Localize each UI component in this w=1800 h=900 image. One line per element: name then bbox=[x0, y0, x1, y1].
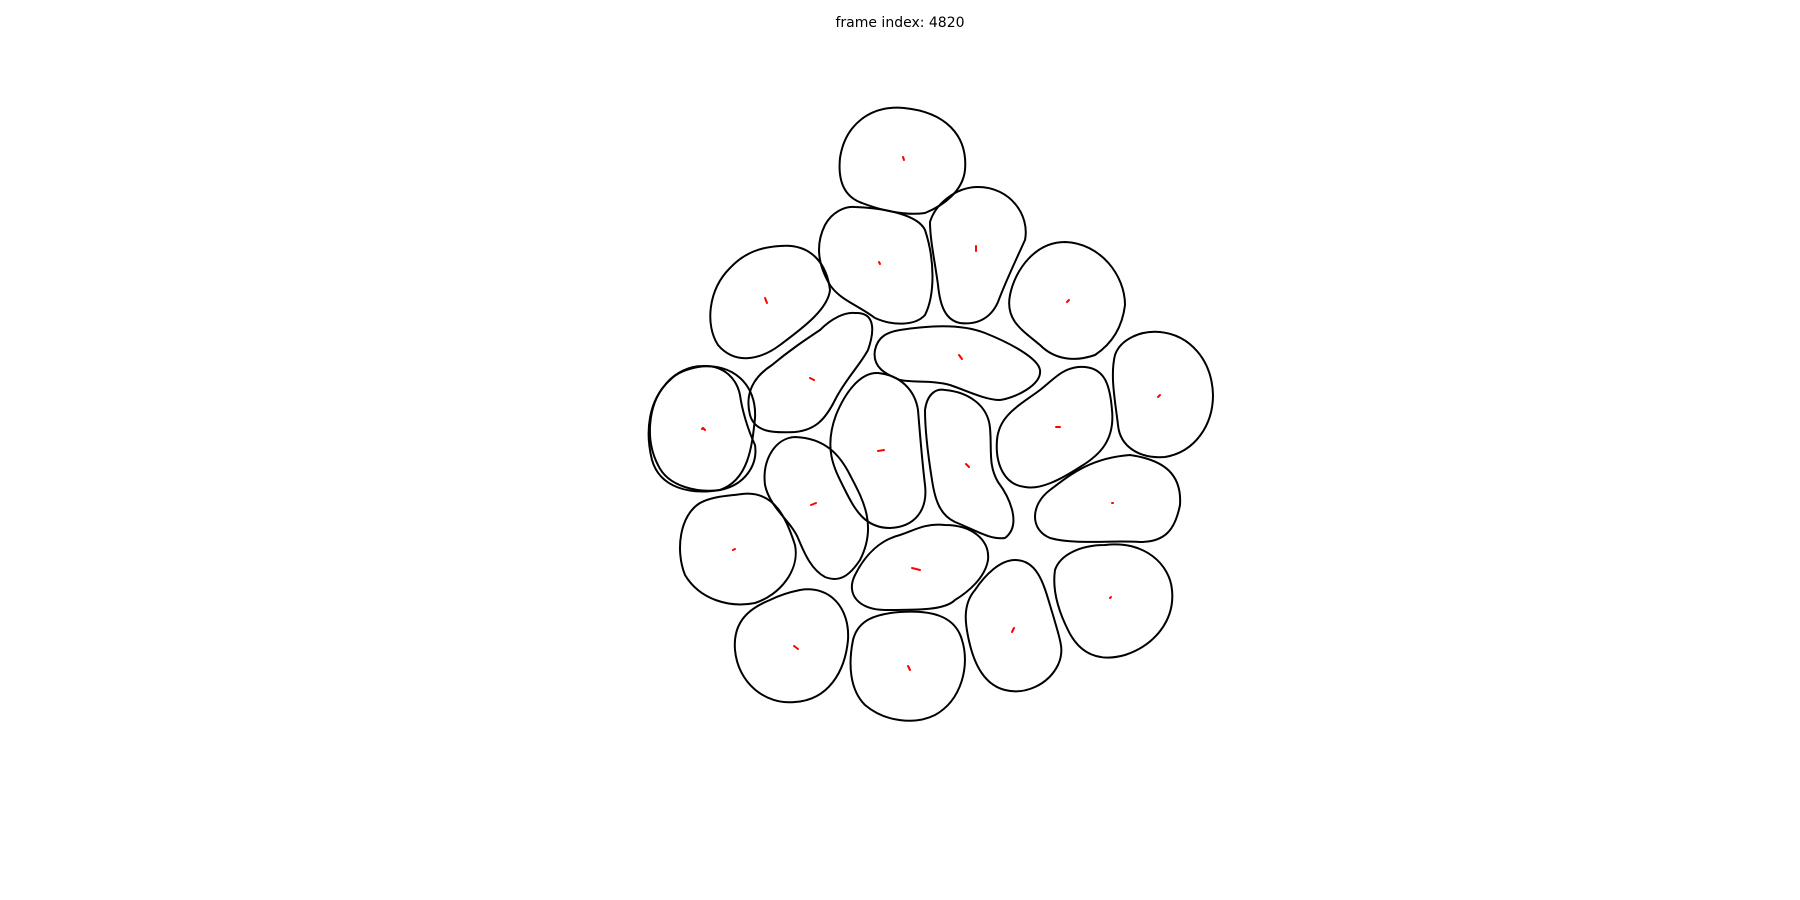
cell-17-mark bbox=[911, 567, 921, 571]
cell-7-mark bbox=[958, 354, 963, 360]
cell-18-mark bbox=[1011, 627, 1015, 633]
cell-4-outline bbox=[709, 244, 831, 360]
cell-7-outline bbox=[873, 325, 1042, 401]
cell-14-mark bbox=[810, 502, 817, 506]
cell-5-outline bbox=[1008, 241, 1126, 360]
cell-12-outline bbox=[995, 365, 1114, 489]
cell-17 bbox=[850, 523, 990, 611]
cell-18-outline bbox=[964, 559, 1063, 693]
cell-13-outline bbox=[647, 365, 757, 493]
cell-1-mark bbox=[902, 156, 905, 161]
cell-16-outline bbox=[679, 492, 797, 606]
cell-20-outline bbox=[733, 588, 850, 704]
cell-20 bbox=[733, 588, 850, 704]
cell-16 bbox=[679, 492, 797, 606]
cell-5-mark bbox=[1066, 299, 1070, 303]
cell-11-outline bbox=[924, 388, 1015, 540]
cell-13-mark bbox=[701, 427, 704, 430]
cell-2 bbox=[818, 205, 934, 325]
cell-4-mark bbox=[764, 297, 768, 304]
cell-11-mark bbox=[965, 463, 970, 468]
cell-10 bbox=[829, 371, 927, 529]
cell-12 bbox=[995, 365, 1114, 489]
cell-14-outline bbox=[763, 436, 870, 580]
cell-2-mark bbox=[878, 261, 881, 265]
cell-11 bbox=[924, 388, 1015, 540]
cell-14 bbox=[763, 436, 870, 580]
cell-2-outline bbox=[818, 205, 934, 325]
cell-19-mark bbox=[1109, 596, 1112, 599]
cell-15 bbox=[1034, 454, 1182, 543]
cell-20-mark bbox=[793, 645, 799, 650]
cell-6-mark bbox=[809, 377, 815, 381]
cell-3 bbox=[929, 186, 1027, 325]
cell-18 bbox=[964, 559, 1063, 693]
cell-16-mark bbox=[732, 548, 736, 551]
cell-4 bbox=[709, 244, 831, 360]
cell-21-outline bbox=[849, 610, 966, 722]
cell-10-mark bbox=[877, 449, 885, 452]
cell-8 bbox=[1111, 330, 1214, 459]
cell-13 bbox=[647, 365, 757, 493]
cell-7 bbox=[873, 325, 1042, 401]
cell-19-outline bbox=[1053, 543, 1174, 659]
cell-19 bbox=[1053, 543, 1174, 659]
cell-6 bbox=[747, 311, 874, 434]
cell-3-outline bbox=[929, 186, 1027, 325]
cell-5 bbox=[1008, 241, 1126, 360]
cell-15-outline bbox=[1034, 454, 1182, 543]
cell-21 bbox=[849, 610, 966, 722]
cell-10-outline bbox=[829, 371, 927, 529]
cell-8-outline bbox=[1111, 330, 1214, 459]
cell-21-mark bbox=[907, 665, 911, 671]
cell-17-outline bbox=[850, 523, 990, 611]
cell-6-outline bbox=[747, 311, 874, 434]
cell-8-mark bbox=[1157, 394, 1161, 398]
frame-index-label: frame index: 4820 bbox=[835, 15, 965, 31]
